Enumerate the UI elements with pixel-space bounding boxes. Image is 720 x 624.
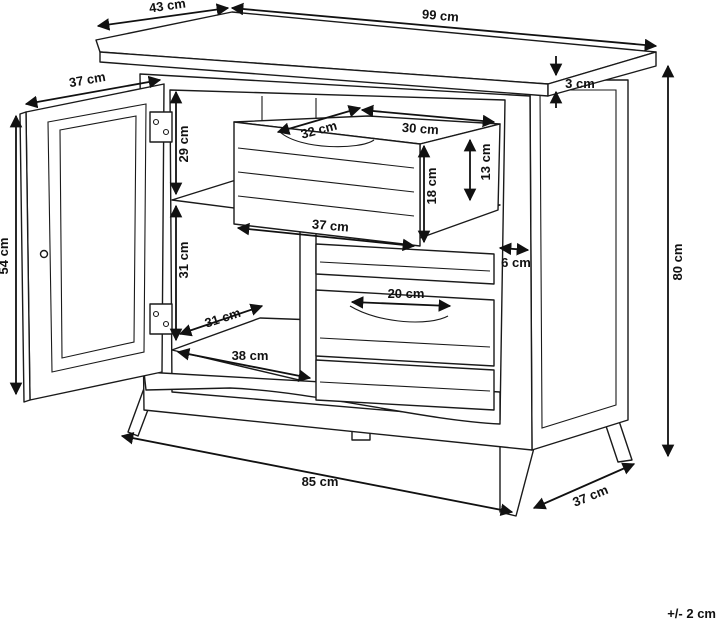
dim-line-drawer-inner-width [360, 104, 496, 128]
center-divider [299, 227, 317, 385]
hinge-screw [162, 320, 170, 328]
tolerance-note: +/- 2 cm [667, 606, 716, 621]
drawer-slats [237, 147, 415, 217]
drawer-slat [319, 381, 491, 392]
dim-line-base-depth [532, 462, 636, 510]
drawer-stack [315, 243, 495, 411]
drawer-1 [315, 243, 495, 285]
hinge-screw [162, 128, 170, 136]
lower-hinge [149, 303, 173, 335]
drawer-slat [319, 261, 491, 272]
dim-line-shelf-width [176, 348, 312, 382]
top-board-side [547, 51, 657, 97]
dim-line-door-width [24, 75, 162, 109]
label-drawer-inner-height: 13 cm [478, 144, 493, 181]
dim-line-side-gap [498, 242, 530, 256]
right-side-inset [539, 89, 617, 429]
door-panel-outer [47, 103, 147, 373]
dim-line-shelf-depth [178, 303, 264, 337]
hinge-plate [149, 111, 173, 143]
door-knob [39, 249, 49, 259]
label-top-depth: 43 cm [148, 0, 187, 16]
hinge-plate [149, 303, 173, 335]
label-lower-compartment: 31 cm [176, 242, 191, 279]
label-total-height: 80 cm [670, 244, 685, 281]
label-drawer-front-width: 37 cm [311, 216, 349, 234]
hinge-screw [152, 118, 160, 126]
label-drawer-inner-width: 30 cm [401, 120, 439, 138]
dim-line-base-width [120, 431, 514, 517]
door-panel-inner [59, 115, 137, 359]
label-door-width: 37 cm [68, 69, 107, 90]
drawer-slat [319, 337, 491, 348]
dim-line-top-depth [96, 3, 230, 31]
dim-line-handle-width [350, 296, 452, 312]
label-top-thickness: 3 cm [565, 76, 595, 91]
label-side-gap: 6 cm [501, 255, 531, 270]
label-drawer-outer-height: 18 cm [424, 168, 439, 205]
drawer-3 [315, 359, 495, 411]
dim-line-total-width [230, 2, 658, 52]
label-total-width: 99 cm [421, 6, 459, 24]
label-handle-width: 20 cm [388, 286, 425, 301]
open-door [19, 83, 165, 403]
door-edge [19, 111, 31, 403]
dim-line-drawer-depth [276, 105, 362, 135]
label-shelf-width: 38 cm [232, 348, 269, 363]
label-upper-compartment: 29 cm [176, 126, 191, 163]
label-base-depth: 37 cm [570, 482, 610, 510]
label-base-width: 85 cm [302, 474, 339, 489]
dimension-lines [9, 2, 675, 517]
label-door-height: 54 cm [0, 238, 11, 275]
drawer-handle-cutout [279, 131, 375, 148]
hinge-screw [152, 310, 160, 318]
right-side-panel [529, 79, 629, 451]
drawer-2 [315, 289, 495, 367]
upper-hinge [149, 111, 173, 143]
dim-line-drawer-front-width [236, 222, 416, 252]
